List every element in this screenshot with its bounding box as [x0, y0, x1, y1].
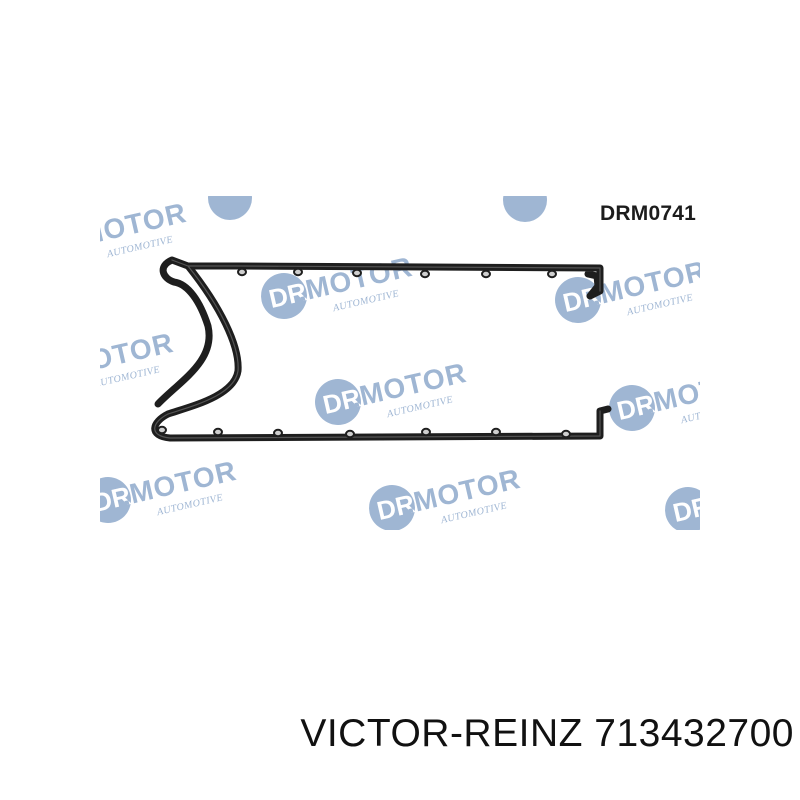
oil-pan-gasket	[151, 256, 612, 442]
product-photo: DR .MOTOR AUTOMOTIVE	[100, 196, 700, 530]
gasket-illustration: DR .MOTOR AUTOMOTIVE	[100, 196, 700, 530]
product-caption: VICTOR-REINZ 713432700	[0, 712, 794, 756]
watermark-logos	[100, 196, 700, 530]
part-code-label: DRM0741	[600, 202, 696, 225]
part-number: 713432700	[594, 712, 794, 755]
brand-name: VICTOR-REINZ	[300, 712, 583, 755]
